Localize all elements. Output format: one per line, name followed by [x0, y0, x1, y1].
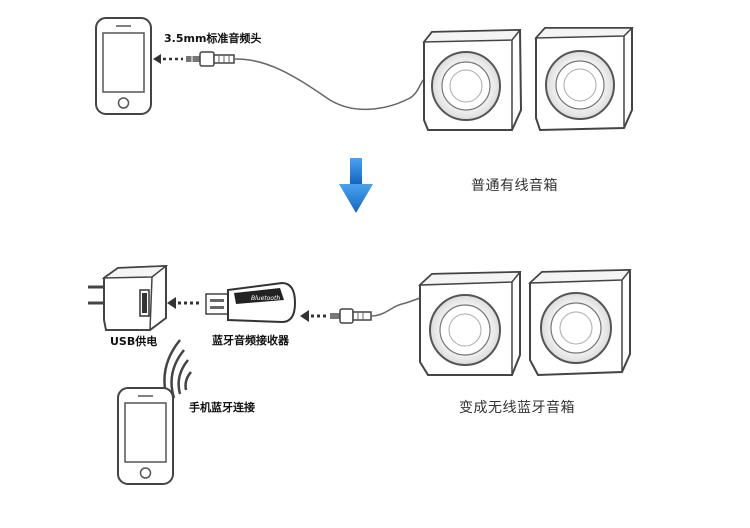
wired-speaker-caption: 普通有线音箱	[471, 178, 558, 194]
transform-arrow-icon	[339, 158, 373, 213]
dotted-arrow-to-phone	[153, 54, 183, 64]
usb-power-label: USB供电	[110, 335, 158, 348]
cable-bottom	[370, 297, 421, 317]
dotted-arrow-to-adapter	[167, 297, 200, 309]
speaker-bottom-right	[528, 268, 632, 377]
jack-label: 3.5mm标准音频头	[164, 32, 262, 45]
speaker-bottom-left	[418, 270, 522, 376]
speaker-top-right	[534, 27, 634, 132]
phone-top	[95, 17, 152, 115]
wireless-speaker-caption: 变成无线蓝牙音箱	[459, 400, 575, 416]
audio-jack-bottom	[330, 308, 372, 324]
cable-top	[233, 58, 427, 111]
dotted-arrow-to-receiver	[300, 310, 328, 322]
bluetooth-receiver: Bluetooth	[205, 281, 297, 324]
audio-jack-top	[186, 51, 235, 67]
phone-bottom	[117, 387, 174, 485]
receiver-brand-text: Bluetooth	[251, 295, 280, 302]
speaker-top-left	[422, 28, 523, 131]
receiver-label: 蓝牙音频接收器	[212, 334, 289, 347]
usb-power-adapter	[88, 264, 169, 331]
phone-bluetooth-label: 手机蓝牙连接	[189, 401, 255, 414]
